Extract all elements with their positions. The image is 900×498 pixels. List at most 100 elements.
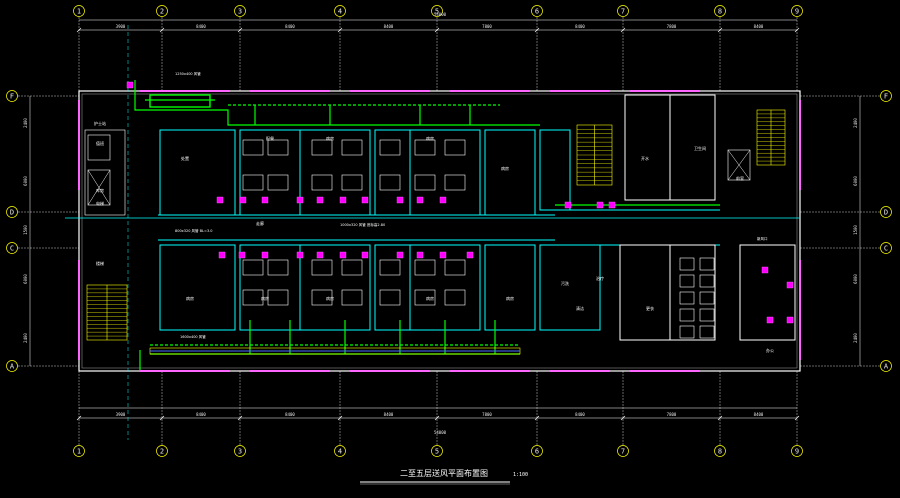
axis-bubble-col-6-bottom: 6 (531, 445, 543, 457)
svg-text:7: 7 (621, 8, 625, 16)
interior-walls (158, 94, 796, 341)
axis-bubble-row-D-right: D (880, 206, 892, 218)
axis-bubble-col-4-top: 4 (334, 5, 346, 17)
dim-bottom-5: 7800 (482, 412, 492, 417)
diffuser-26 (761, 266, 769, 274)
svg-text:D: D (884, 209, 888, 217)
dim-bottom-3: 8400 (285, 412, 295, 417)
diffuser-6 (339, 196, 347, 204)
axis-bubble-row-D-left: D (6, 206, 18, 218)
exterior-windows (78, 90, 801, 372)
diffuser-15 (316, 251, 324, 259)
svg-text:9: 9 (795, 8, 799, 16)
diffuser-12 (238, 251, 246, 259)
diffuser-1 (216, 196, 224, 204)
room-label-20: 清洁 (576, 305, 584, 311)
svg-text:C: C (10, 245, 14, 253)
dim-top-6: 8400 (575, 24, 585, 29)
room-label-7: 病房 (426, 135, 434, 141)
room-label-8: 病房 (501, 165, 509, 171)
dim-top-7: 7800 (667, 24, 677, 29)
axis-bubble-col-5-bottom: 5 (431, 445, 443, 457)
dim-bottom-2: 8400 (196, 412, 206, 417)
room-label-14: 污洗 (561, 280, 569, 286)
room-label-5: 配餐 (266, 135, 274, 141)
axis-bubble-col-6-top: 6 (531, 5, 543, 17)
axis-bubble-col-3-bottom: 3 (234, 445, 246, 457)
dim-left-5: 2400 (23, 333, 28, 343)
dim-top-1: 3900 (116, 24, 126, 29)
room-label-21: 楼梯 (96, 260, 104, 266)
dim-top-3: 8400 (285, 24, 295, 29)
svg-text:A: A (10, 363, 15, 371)
diffuser-23 (564, 201, 572, 209)
axis-bubble-col-4-bottom: 4 (334, 445, 346, 457)
diffuser-4 (296, 196, 304, 204)
svg-text:D: D (10, 209, 14, 217)
svg-text:6: 6 (535, 448, 539, 456)
dim-left-2: 6000 (23, 176, 28, 186)
diffuser-10 (439, 196, 447, 204)
svg-text:9: 9 (795, 448, 799, 456)
room-label-17: 走廊 (256, 220, 264, 226)
room-label-23: 前室 (736, 175, 744, 181)
diffuser-18 (396, 251, 404, 259)
svg-text:8: 8 (718, 448, 722, 456)
room-label-4: 处置 (181, 155, 189, 161)
drawing-scale: 1:100 (513, 472, 528, 478)
air-diffusers (126, 81, 794, 324)
axis-bubble-col-7-top: 7 (617, 5, 629, 17)
axis-bubble-row-A-left: A (6, 360, 18, 372)
dim-top-8: 8400 (754, 24, 764, 29)
svg-text:4: 4 (338, 8, 342, 16)
row-axis-bubbles-right: F D C A (880, 90, 892, 372)
dim-bottom-4: 8400 (384, 412, 394, 417)
room-label-2: 值班 (96, 140, 104, 146)
diffuser-16 (339, 251, 347, 259)
svg-text:4: 4 (338, 448, 342, 456)
dim-top-4: 8400 (384, 24, 394, 29)
note-duct-mid: 800x320 风管 BL=3.0 (175, 228, 213, 233)
room-label-22: 电梯 (96, 200, 104, 206)
diffuser-13 (261, 251, 269, 259)
dim-right-4: 6000 (853, 274, 858, 284)
svg-text:F: F (884, 93, 888, 101)
room-label-10: 病房 (261, 295, 269, 301)
room-label-13: 病房 (506, 295, 514, 301)
building-outline (78, 90, 801, 372)
svg-text:6: 6 (535, 8, 539, 16)
svg-text:1: 1 (77, 8, 81, 16)
axis-bubble-col-7-bottom: 7 (617, 445, 629, 457)
axis-bubble-row-A-right: A (880, 360, 892, 372)
note-duct-bottom: 1600x400 风管 (180, 334, 206, 339)
axis-bubble-row-C-right: C (880, 242, 892, 254)
dim-left-1: 2400 (23, 118, 28, 128)
duct-band-bottom (149, 347, 521, 355)
room-labels: 护士站值班库房处置配餐病房病房病房病房病房病房病房病房污洗治疗更衣走廊卫生间开水… (94, 120, 774, 353)
diffuser-14 (296, 251, 304, 259)
overall-dim-bottom: 54000 (434, 430, 447, 435)
dim-right-3: 1500 (853, 225, 858, 235)
room-label-11: 病房 (326, 295, 334, 301)
dim-right-5: 2400 (853, 333, 858, 343)
diffuser-29 (766, 316, 774, 324)
drawing-title: 二至五层送风平面布置图 (400, 468, 488, 478)
diffuser-24 (596, 201, 604, 209)
room-label-1: 护士站 (94, 120, 106, 126)
svg-text:5: 5 (435, 448, 439, 456)
dim-left-4: 6000 (23, 274, 28, 284)
diffuser-9 (416, 196, 424, 204)
diffuser-19 (416, 251, 424, 259)
stair-east-north (756, 109, 786, 166)
stair-west-south (86, 284, 128, 341)
room-label-6: 病房 (326, 135, 334, 141)
dim-bottom-7: 7800 (667, 412, 677, 417)
axis-bubble-col-9-bottom: 9 (791, 445, 803, 457)
svg-text:A: A (884, 363, 889, 371)
